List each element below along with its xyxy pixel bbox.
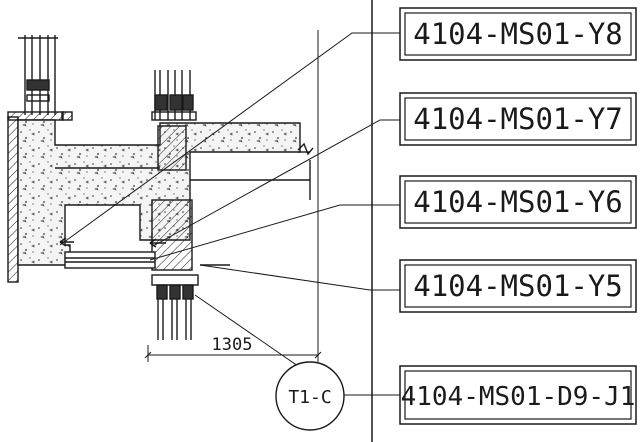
dimension-label: 1305 xyxy=(212,335,253,355)
dimension-1305 xyxy=(144,30,322,362)
upper-hatched-block xyxy=(157,125,187,171)
section-bubble: T1-C xyxy=(275,361,345,431)
callout-label-y5: 4104-MS01-Y5 xyxy=(413,269,623,303)
structure-section xyxy=(7,35,314,340)
bottom-anchor-bolts xyxy=(151,274,199,340)
center-anchor-bolts xyxy=(151,70,197,121)
callout-tag-y8: 4104-MS01-Y8 xyxy=(399,7,637,61)
left-brick-wall xyxy=(7,116,19,283)
callout-tag-y5: 4104-MS01-Y5 xyxy=(399,259,637,313)
callout-label-y8: 4104-MS01-Y8 xyxy=(413,17,623,51)
callout-label-d9-j1: 4104-MS01-D9-J1 xyxy=(401,382,636,412)
section-bubble-label: T1-C xyxy=(288,387,331,408)
tie-beam xyxy=(64,251,156,269)
callout-label-y7: 4104-MS01-Y7 xyxy=(413,102,623,136)
left-anchor-rods xyxy=(18,35,58,115)
callout-tag-y6: 4104-MS01-Y6 xyxy=(399,175,637,229)
callout-label-y6: 4104-MS01-Y6 xyxy=(413,185,623,219)
callout-tag-d9-j1: 4104-MS01-D9-J1 xyxy=(399,365,637,425)
callout-tag-y7: 4104-MS01-Y7 xyxy=(399,92,637,146)
